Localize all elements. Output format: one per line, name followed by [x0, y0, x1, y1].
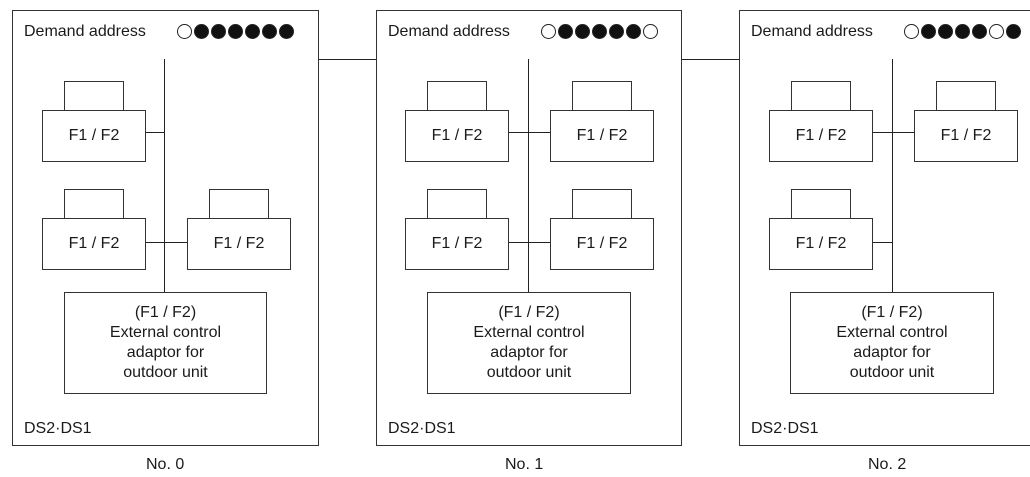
indoor-unit-top-tab [572, 81, 632, 111]
ds-switch-label: DS2·DS1 [388, 420, 456, 437]
branch-line [509, 132, 550, 133]
demand-address-label: Demand address [24, 23, 146, 40]
adaptor-line: outdoor unit [123, 364, 208, 381]
dip-dot [558, 24, 573, 39]
unit-number-label: No. 2 [868, 456, 907, 473]
dip-dot [541, 24, 556, 39]
indoor-unit-terminal: F1 / F2 [42, 218, 146, 270]
dip-dot [921, 24, 936, 39]
dip-dot [972, 24, 987, 39]
terminal-label: F1 / F2 [213, 235, 265, 252]
indoor-unit-top-tab [572, 189, 632, 219]
terminal-label: F1 / F2 [795, 127, 847, 144]
ds-switch-label: DS2·DS1 [751, 420, 819, 437]
bus-drop [164, 59, 165, 292]
dip-switch-indicator [541, 24, 658, 39]
adaptor-line: External control [473, 324, 585, 341]
dip-switch-indicator [904, 24, 1021, 39]
dip-dot [279, 24, 294, 39]
adaptor-line: External control [836, 324, 948, 341]
terminal-label: F1 / F2 [940, 127, 992, 144]
terminal-label: F1 / F2 [431, 127, 483, 144]
dip-dot [609, 24, 624, 39]
terminal-label: F1 / F2 [576, 235, 628, 252]
indoor-unit-terminal: F1 / F2 [405, 218, 509, 270]
dip-switch-indicator [177, 24, 294, 39]
dip-dot [938, 24, 953, 39]
adaptor-line: External control [109, 324, 222, 341]
indoor-unit-top-tab [791, 81, 851, 111]
indoor-unit-top-tab [64, 189, 124, 219]
indoor-unit-terminal: F1 / F2 [550, 110, 654, 162]
terminal-label: F1 / F2 [576, 127, 628, 144]
adaptor-line: adaptor for [853, 344, 931, 361]
bus-drop [892, 59, 893, 292]
indoor-unit-terminal: F1 / F2 [187, 218, 291, 270]
dip-dot [955, 24, 970, 39]
dip-dot [626, 24, 641, 39]
terminal-label: F1 / F2 [795, 235, 847, 252]
adaptor-line: adaptor for [490, 344, 568, 361]
adaptor-line: outdoor unit [849, 364, 935, 381]
dip-dot [989, 24, 1004, 39]
ds-switch-label: DS2·DS1 [24, 420, 92, 437]
adaptor-line: (F1 / F2) [498, 304, 560, 321]
indoor-unit-top-tab [936, 81, 996, 111]
external-control-adaptor: (F1 / F2) External control adaptor for o… [427, 292, 631, 394]
demand-address-label: Demand address [388, 23, 510, 40]
dip-dot [194, 24, 209, 39]
indoor-unit-top-tab [209, 189, 269, 219]
indoor-unit-top-tab [791, 189, 851, 219]
branch-line [146, 242, 187, 243]
indoor-unit-terminal: F1 / F2 [405, 110, 509, 162]
external-control-adaptor: (F1 / F2) External control adaptor for o… [790, 292, 994, 394]
indoor-unit-top-tab [427, 189, 487, 219]
terminal-label: F1 / F2 [68, 127, 120, 144]
indoor-unit-terminal: F1 / F2 [769, 110, 873, 162]
adaptor-line: (F1 / F2) [134, 304, 197, 321]
dip-dot [643, 24, 658, 39]
unit-number-label: No. 1 [505, 456, 544, 473]
bus-drop [528, 59, 529, 292]
dip-dot [228, 24, 243, 39]
indoor-unit-terminal: F1 / F2 [42, 110, 146, 162]
indoor-unit-terminal: F1 / F2 [769, 218, 873, 270]
dip-dot [177, 24, 192, 39]
external-control-adaptor: (F1 / F2) External control adaptor for o… [64, 292, 267, 394]
dip-dot [1006, 24, 1021, 39]
indoor-unit-top-tab [427, 81, 487, 111]
adaptor-line: outdoor unit [486, 364, 572, 381]
demand-address-label: Demand address [751, 23, 873, 40]
dip-dot [262, 24, 277, 39]
indoor-unit-top-tab [64, 81, 124, 111]
adaptor-line: adaptor for [126, 344, 205, 361]
indoor-unit-terminal: F1 / F2 [914, 110, 1018, 162]
dip-dot [575, 24, 590, 39]
terminal-label: F1 / F2 [431, 235, 483, 252]
indoor-unit-terminal: F1 / F2 [550, 218, 654, 270]
dip-dot [904, 24, 919, 39]
branch-line [873, 242, 892, 243]
terminal-label: F1 / F2 [68, 235, 120, 252]
branch-line [873, 132, 914, 133]
dip-dot [211, 24, 226, 39]
unit-number-label: No. 0 [146, 456, 185, 473]
dip-dot [245, 24, 260, 39]
branch-line [509, 242, 550, 243]
branch-line [146, 132, 164, 133]
dip-dot [592, 24, 607, 39]
adaptor-line: (F1 / F2) [861, 304, 923, 321]
